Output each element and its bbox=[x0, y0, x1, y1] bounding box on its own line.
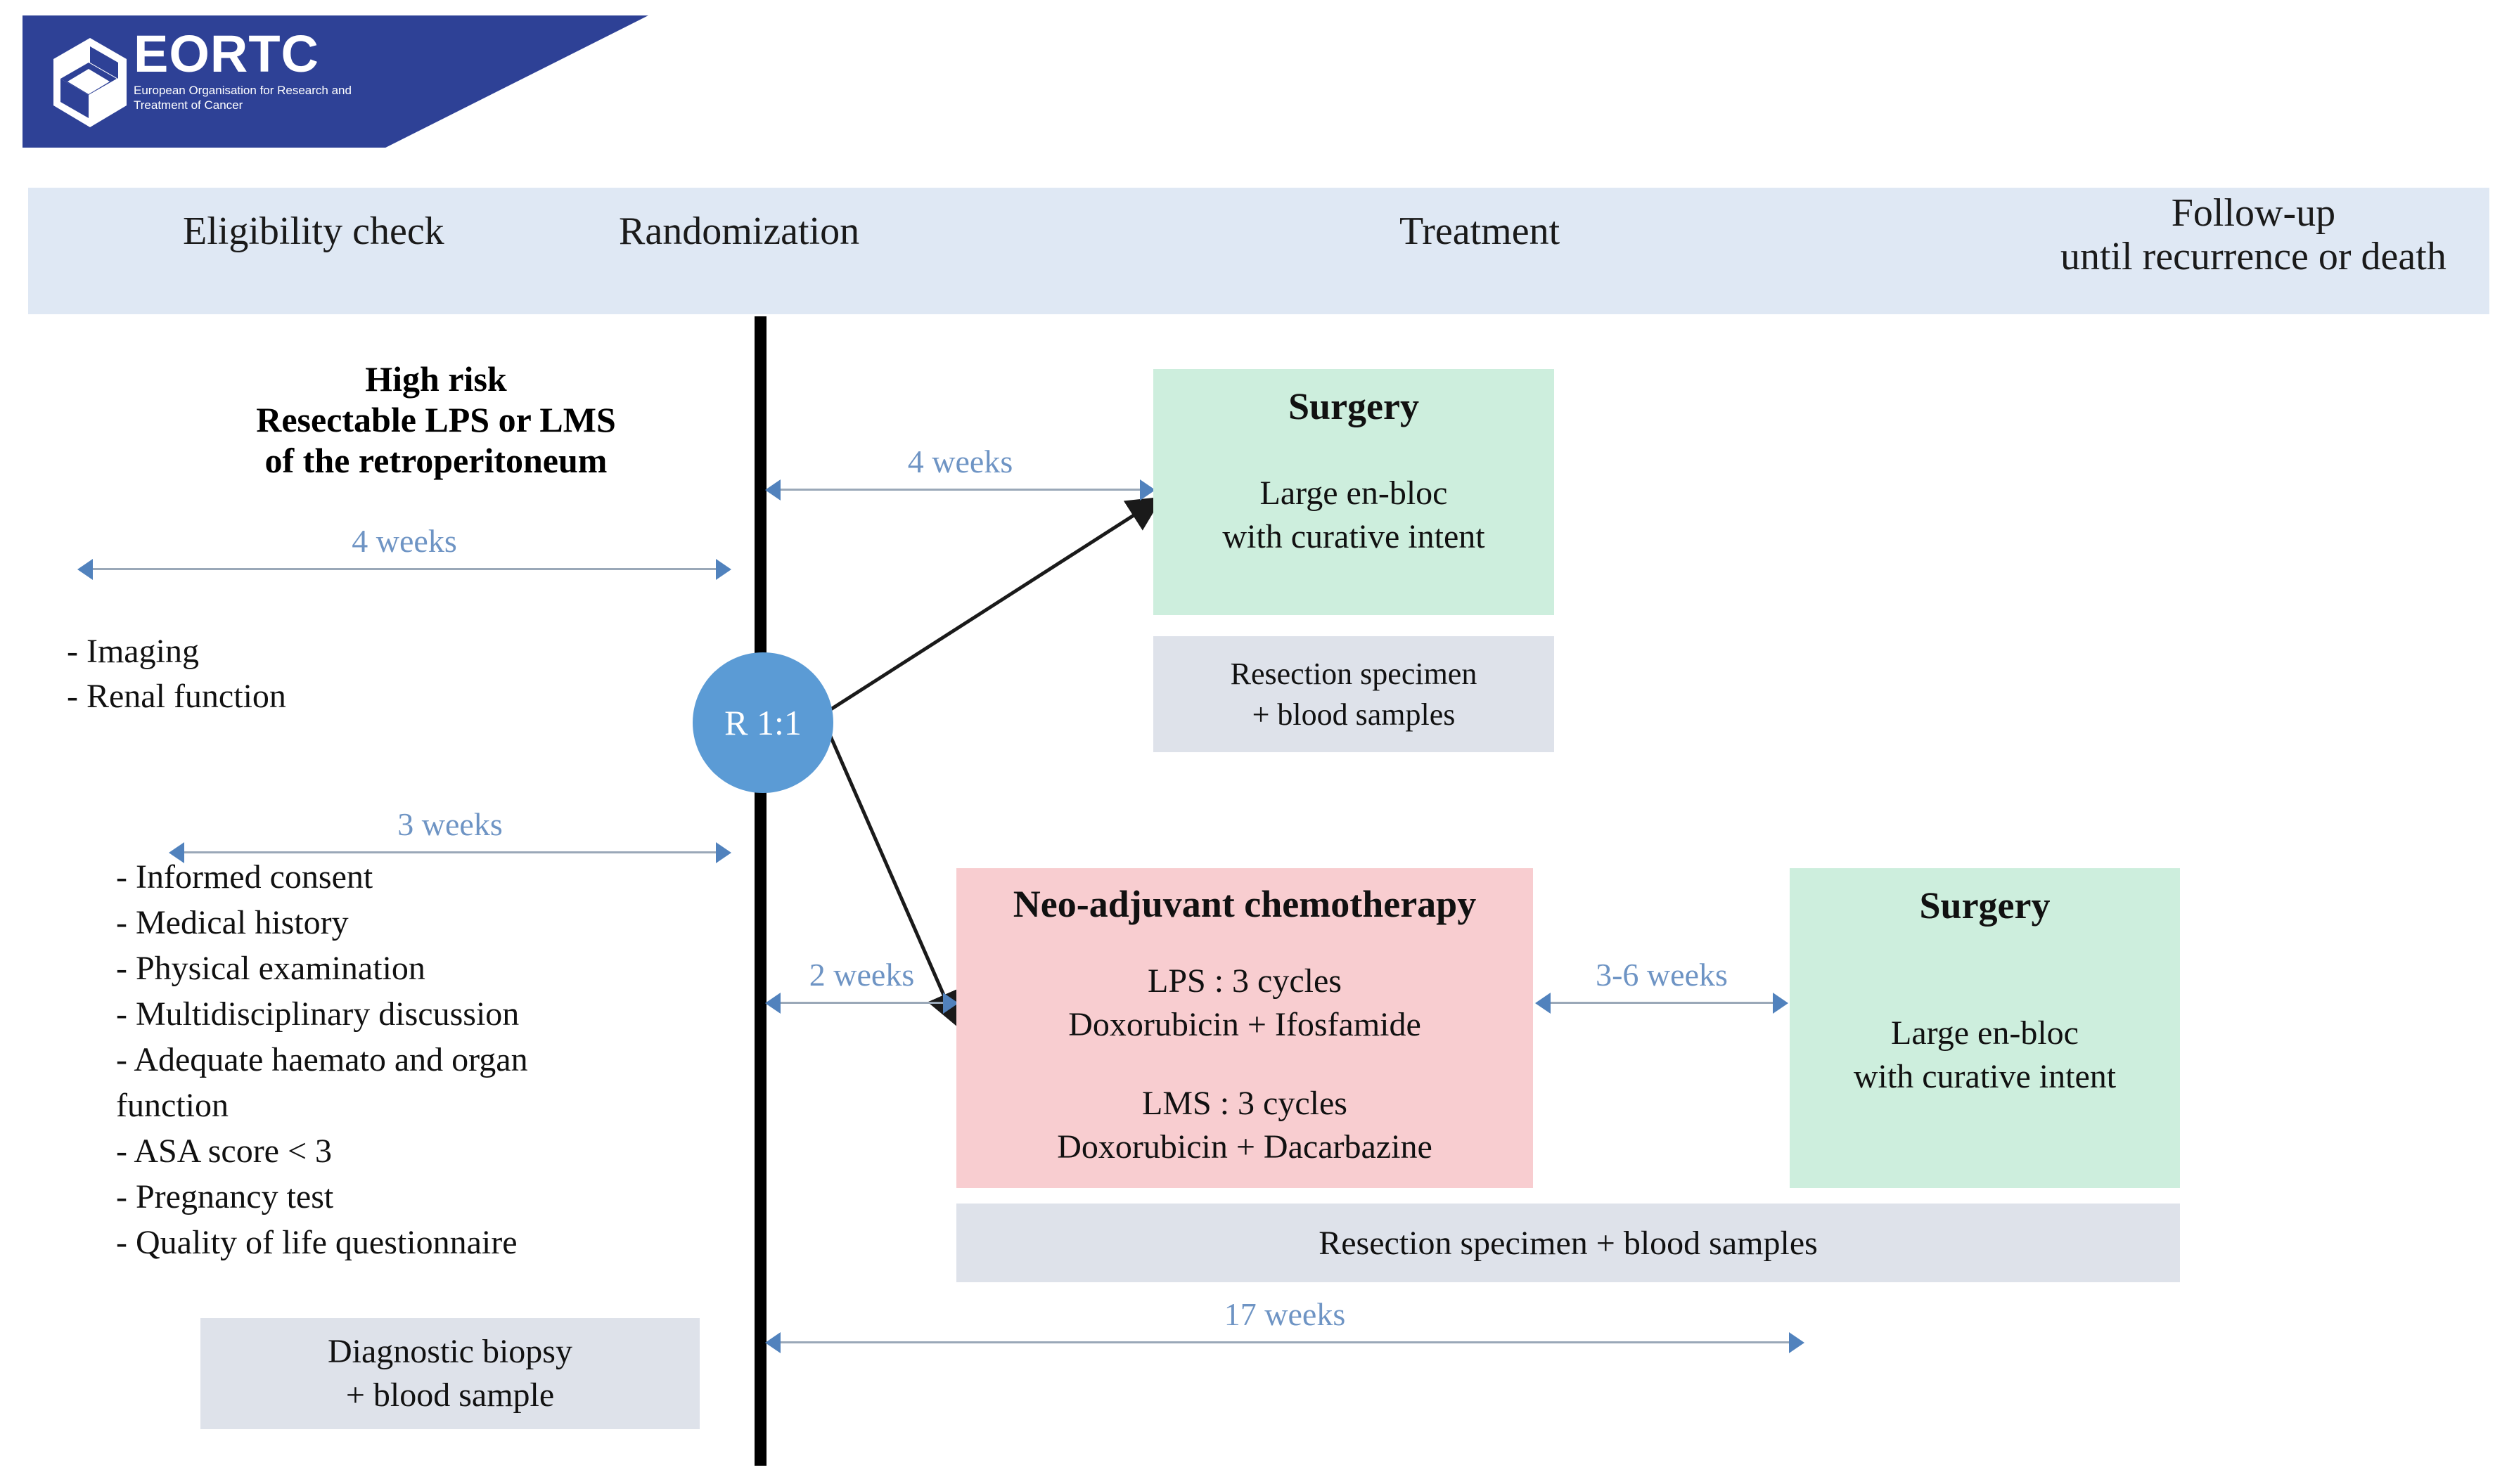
lms-drugs: Doxorubicin + Dacarbazine bbox=[1057, 1128, 1432, 1166]
specimen-line-2: + blood samples bbox=[1252, 697, 1456, 732]
eortc-wordmark: EORTC bbox=[134, 25, 319, 83]
list-item: - Multidisciplinary discussion bbox=[116, 995, 520, 1033]
duration-label-screening: 4 weeks bbox=[352, 523, 457, 559]
duration-label-chemo-to-surgery: 3-6 weeks bbox=[1596, 957, 1728, 993]
followup-line-1: Follow-up bbox=[2171, 191, 2336, 235]
arrowhead-left-icon bbox=[77, 559, 93, 580]
duration-arrow-chemo-to-surgery: 3-6 weeks bbox=[1535, 957, 1788, 1021]
eortc-cube-logo-icon bbox=[53, 38, 127, 127]
list-item: - Informed consent bbox=[116, 858, 373, 896]
randomization-circle[interactable]: R 1:1 bbox=[693, 652, 833, 793]
list-item: - Physical examination bbox=[116, 950, 425, 987]
arrowhead-right-icon bbox=[716, 842, 731, 863]
duration-line bbox=[1546, 1002, 1777, 1004]
list-item: - Imaging bbox=[67, 633, 199, 670]
phase-label-eligibility-check: Eligibility check bbox=[183, 209, 444, 253]
arrowhead-left-icon bbox=[1535, 993, 1551, 1014]
diagnostic-biopsy-box: Diagnostic biopsy + blood sample bbox=[200, 1318, 700, 1429]
arm-b-chemo-lms: LMS : 3 cycles Doxorubicin + Dacarbazine bbox=[1057, 1082, 1432, 1169]
list-item: - Pregnancy test bbox=[116, 1178, 334, 1215]
arrowhead-right-icon bbox=[716, 559, 731, 580]
phase-label-randomization: Randomization bbox=[619, 209, 860, 253]
arrowhead-left-icon bbox=[169, 842, 184, 863]
arrowhead-right-icon bbox=[1789, 1332, 1804, 1353]
duration-arrow-total-arm-b: 17 weeks bbox=[765, 1297, 1804, 1360]
arrowhead-left-icon bbox=[765, 993, 781, 1014]
specimen-line-1: Resection specimen bbox=[1230, 656, 1477, 691]
randomization-divider-line bbox=[755, 316, 767, 1466]
arrowhead-left-icon bbox=[765, 1332, 781, 1353]
duration-line bbox=[776, 489, 1144, 491]
arm-a-surgery-body: Large en-bloc with curative intent bbox=[1222, 472, 1484, 559]
duration-arrow-screening: 4 weeks bbox=[77, 524, 731, 587]
arm-b-chemotherapy-box: Neo-adjuvant chemotherapy LPS : 3 cycles… bbox=[956, 868, 1533, 1188]
arm-a-surgery-title: Surgery bbox=[1288, 385, 1419, 427]
duration-label-workup: 3 weeks bbox=[397, 806, 503, 842]
duration-line bbox=[180, 851, 720, 853]
arm-b-chemo-title: Neo-adjuvant chemotherapy bbox=[1013, 883, 1477, 925]
duration-arrow-randomization-to-chemo: 2 weeks bbox=[765, 957, 958, 1021]
list-item: - Adequate haemato and organ bbox=[116, 1041, 528, 1078]
phase-label-treatment: Treatment bbox=[1399, 209, 1560, 253]
specimen-label: Resection specimen + blood samples bbox=[1319, 1224, 1818, 1262]
eligibility-assessment-list: - Informed consent - Medical history - P… bbox=[116, 854, 749, 1265]
surgery-body-line-1: Large en-bloc bbox=[1891, 1014, 2079, 1052]
arm-a-specimen-box: Resection specimen + blood samples bbox=[1153, 636, 1554, 752]
arrowhead-right-icon bbox=[1140, 479, 1155, 501]
baseline-assessment-list: - Imaging - Renal function bbox=[67, 629, 286, 719]
biopsy-line-1: Diagnostic biopsy bbox=[328, 1333, 572, 1370]
list-item: function bbox=[116, 1087, 229, 1124]
population-line-3: of the retroperitoneum bbox=[264, 441, 608, 480]
list-item: - Renal function bbox=[67, 678, 286, 715]
duration-label-total-arm-b: 17 weeks bbox=[1224, 1296, 1346, 1332]
lms-cycles: LMS : 3 cycles bbox=[1142, 1085, 1347, 1122]
list-item: - Medical history bbox=[116, 904, 349, 941]
duration-line bbox=[776, 1002, 947, 1004]
population-line-1: High risk bbox=[365, 359, 507, 399]
biopsy-line-2: + blood sample bbox=[345, 1376, 555, 1414]
duration-label-randomization-to-chemo: 2 weeks bbox=[809, 957, 915, 993]
surgery-body-line-2: with curative intent bbox=[1222, 518, 1485, 555]
randomization-ratio-label: R 1:1 bbox=[724, 703, 802, 742]
arm-b-surgery-box: Surgery Large en-bloc with curative inte… bbox=[1790, 868, 2180, 1188]
eortc-logo-banner: EORTC European Organisation for Research… bbox=[23, 15, 648, 148]
duration-arrow-randomization-to-surgery: 4 weeks bbox=[765, 444, 1155, 508]
surgery-body-line-2: with curative intent bbox=[1853, 1058, 2117, 1095]
arrowhead-left-icon bbox=[765, 479, 781, 501]
list-item: - ASA score < 3 bbox=[116, 1133, 333, 1170]
arm-b-surgery-title: Surgery bbox=[1919, 884, 2051, 927]
arm-b-specimen-bar: Resection specimen + blood samples bbox=[956, 1204, 2180, 1282]
duration-line bbox=[89, 568, 720, 570]
eortc-logo-text: EORTC European Organisation for Research… bbox=[134, 28, 429, 112]
surgery-body-line-1: Large en-bloc bbox=[1259, 475, 1448, 512]
duration-arrow-workup: 3 weeks bbox=[169, 807, 731, 870]
arrowhead-right-icon bbox=[943, 993, 958, 1014]
followup-line-2: until recurrence or death bbox=[2060, 235, 2446, 278]
branch-arrow-to-surgery bbox=[828, 496, 1163, 712]
duration-line bbox=[776, 1341, 1793, 1343]
study-population-title: High risk Resectable LPS or LMS of the r… bbox=[141, 359, 731, 481]
population-line-2: Resectable LPS or LMS bbox=[256, 400, 616, 439]
lps-drugs: Doxorubicin + Ifosfamide bbox=[1068, 1006, 1421, 1043]
arm-b-surgery-body: Large en-bloc with curative intent bbox=[1854, 1012, 2116, 1099]
list-item: - Quality of life questionnaire bbox=[116, 1224, 518, 1261]
eortc-tagline: European Organisation for Research and T… bbox=[134, 84, 352, 112]
phase-label-followup: Follow-up until recurrence or death bbox=[2060, 191, 2446, 278]
arm-b-chemo-lps: LPS : 3 cycles Doxorubicin + Ifosfamide bbox=[1068, 960, 1421, 1047]
arrowhead-right-icon bbox=[1773, 993, 1788, 1014]
phase-header-bar bbox=[28, 188, 2489, 314]
arm-a-surgery-box: Surgery Large en-bloc with curative inte… bbox=[1153, 369, 1554, 615]
duration-label-randomization-to-surgery: 4 weeks bbox=[907, 444, 1013, 479]
lps-cycles: LPS : 3 cycles bbox=[1148, 962, 1342, 1000]
